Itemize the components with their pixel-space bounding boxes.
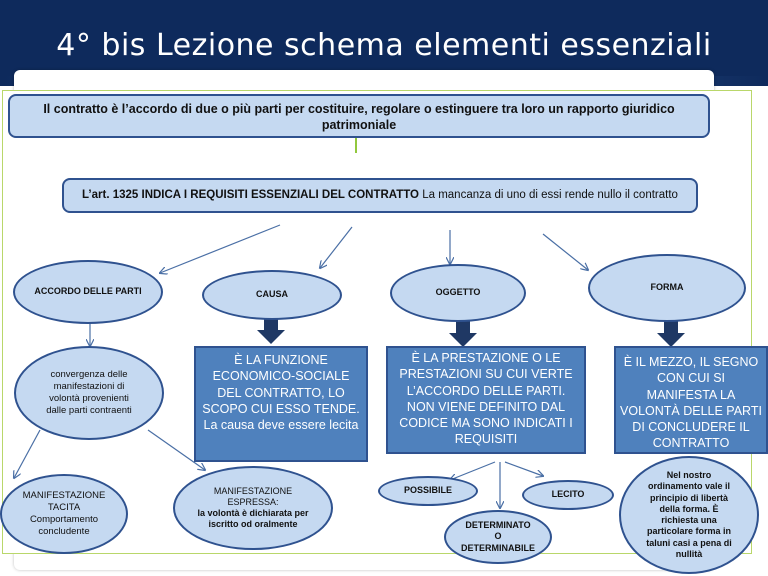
arrow-to-tacita	[14, 429, 41, 478]
article-bold-text: L’art. 1325 INDICA I REQUISITI ESSENZIAL…	[82, 189, 420, 201]
definition-text: Il contratto è l’accordo di due o più pa…	[43, 102, 675, 133]
possibile-ellipse: POSSIBILE	[378, 476, 478, 506]
article-normal-text: La mancanza di uno di essi rende nullo i…	[422, 189, 678, 201]
causa-detail-box: È LA FUNZIONE ECONOMICO-SOCIALE DEL CONT…	[194, 346, 368, 462]
definition-box: Il contratto è l’accordo di due o più pa…	[8, 94, 710, 138]
article-box: L’art. 1325 INDICA I REQUISITI ESSENZIAL…	[62, 178, 698, 213]
down-arrow-causa-icon	[257, 317, 285, 344]
diagram-frame	[2, 90, 752, 554]
tacita-ellipse: MANIFESTAZIONE TACITA Comportamento conc…	[0, 474, 128, 554]
arrow-to-possibile	[450, 461, 496, 480]
arrow-to-forma	[542, 233, 588, 270]
determinato-ellipse: DETERMINATO O DETERMINABILE	[444, 510, 552, 564]
arrow-to-espressa	[147, 429, 205, 470]
accordo-ellipse: ACCORDO DELLE PARTI	[13, 260, 163, 324]
arrow-to-accordo	[160, 224, 281, 273]
arrow-to-lecito	[504, 461, 543, 476]
oggetto-detail-box: È LA PRESTAZIONE O LE PRESTAZIONI SU CUI…	[386, 346, 586, 454]
forma-detail-box: È IL MEZZO, IL SEGNO CON CUI SI MANIFEST…	[614, 346, 768, 454]
forma-ellipse: FORMA	[588, 254, 746, 322]
espressa-ellipse: MANIFESTAZIONE ESPRESSA: la volontà è di…	[173, 466, 333, 550]
lecito-ellipse: LECITO	[522, 480, 614, 510]
down-arrow-forma-icon	[657, 320, 685, 347]
causa-ellipse: CAUSA	[202, 270, 342, 320]
down-arrow-oggetto-icon	[449, 320, 477, 347]
arrow-to-causa	[320, 226, 353, 268]
page-title: 4° bis Lezione schema elementi essenzial…	[56, 28, 712, 63]
convergenza-ellipse: convergenza delle manifestazioni di volo…	[14, 346, 164, 440]
forma-note-ellipse: Nel nostro ordinamento vale il principio…	[619, 456, 759, 574]
oggetto-ellipse: OGGETTO	[390, 264, 526, 322]
